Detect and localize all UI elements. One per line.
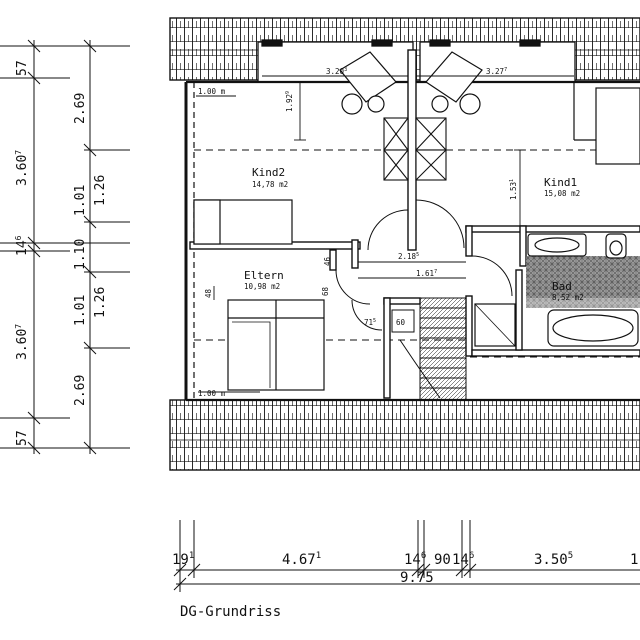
left-dim-14: 146 xyxy=(14,235,30,256)
bottom-dim-350: 3.505 xyxy=(534,551,573,568)
dim-192: 1.929 xyxy=(285,91,294,112)
left-dim-360-bottom: 3.607 xyxy=(14,324,30,360)
bottom-dim-467: 4.671 xyxy=(282,551,321,568)
left-dim-101-top: 1.01 xyxy=(73,185,88,216)
left-dim-101-bottom: 1.01 xyxy=(73,295,88,326)
bottom-dim-90: 90 xyxy=(434,552,451,568)
interior-dim-texts: 3.203 3.277 1.929 1.531 2.185 1.617 46 4… xyxy=(198,67,518,398)
room-area-eltern: 10,98 m2 xyxy=(244,282,280,291)
dim-218: 2.185 xyxy=(398,252,419,261)
room-area-kind2: 14,78 m2 xyxy=(252,180,288,189)
interior-dim-lines xyxy=(196,75,574,393)
bed-eltern xyxy=(227,299,325,391)
bottom-dim-edge: 1 xyxy=(630,552,638,568)
desk-kind2 xyxy=(339,51,397,115)
left-dim-110: 1.10 xyxy=(73,239,88,270)
dim-48: 48 xyxy=(204,288,213,298)
dim-100-bottom: 1.00 m xyxy=(198,389,226,398)
plan-title: DG-Grundriss xyxy=(180,604,281,620)
bathroom-tiles xyxy=(526,256,640,308)
left-dim-360-top: 3.607 xyxy=(14,150,30,186)
left-dim-269-bottom: 2.69 xyxy=(73,375,88,406)
bottom-dim-14-b: 146 xyxy=(452,551,474,568)
dim-100-top: 1.00 m xyxy=(198,87,226,96)
room-name-eltern: Eltern xyxy=(244,269,284,282)
dim-46: 46 xyxy=(323,256,332,266)
kind1-wardrobe xyxy=(573,82,640,165)
dim-71: 715 xyxy=(364,318,376,327)
bathroom-fixtures xyxy=(474,233,639,347)
left-dim-126-top: 1.26 xyxy=(93,175,108,206)
interior-walls xyxy=(189,49,640,399)
bottom-dim-19: 191 xyxy=(172,551,194,568)
left-dim-lines xyxy=(0,39,130,455)
left-dim-269-top: 2.69 xyxy=(73,93,88,124)
dim-68: 68 xyxy=(321,286,330,296)
left-dim-57-bottom: 57 xyxy=(15,430,30,446)
bottom-dim-total: 9.75 xyxy=(400,570,434,586)
bottom-dim-texts: 191 4.671 146 90 146 3.505 1 9.75 xyxy=(172,551,638,586)
left-dim-57-top: 57 xyxy=(15,60,30,76)
dim-327: 3.277 xyxy=(486,67,507,76)
bottom-dim-lines xyxy=(173,520,640,592)
bed-kind2 xyxy=(193,199,293,245)
left-dim-texts: 57 3.607 146 3.607 57 2.69 1.01 1.26 1.1… xyxy=(14,60,108,446)
bottom-dim-14-a: 146 xyxy=(404,551,426,568)
roof-bottom-band xyxy=(169,399,640,471)
left-dim-126-bottom: 1.26 xyxy=(93,287,108,318)
room-name-kind2: Kind2 xyxy=(252,166,285,179)
dim-320: 3.203 xyxy=(326,67,347,76)
room-name-kind1: Kind1 xyxy=(544,176,577,189)
room-labels: Kind2 14,78 m2 Kind1 15,08 m2 Eltern 10,… xyxy=(244,166,584,302)
room-area-bad: 8,52 m2 xyxy=(552,293,584,302)
staircase xyxy=(391,297,467,401)
room-area-kind1: 15,08 m2 xyxy=(544,189,580,198)
desk-kind1 xyxy=(425,51,483,115)
dim-153: 1.531 xyxy=(509,179,518,200)
room-name-bad: Bad xyxy=(552,280,572,293)
dim-161: 1.617 xyxy=(416,269,437,278)
door-swings xyxy=(335,199,513,331)
storage-boxes xyxy=(383,117,447,181)
dim-60: 60 xyxy=(396,318,406,327)
